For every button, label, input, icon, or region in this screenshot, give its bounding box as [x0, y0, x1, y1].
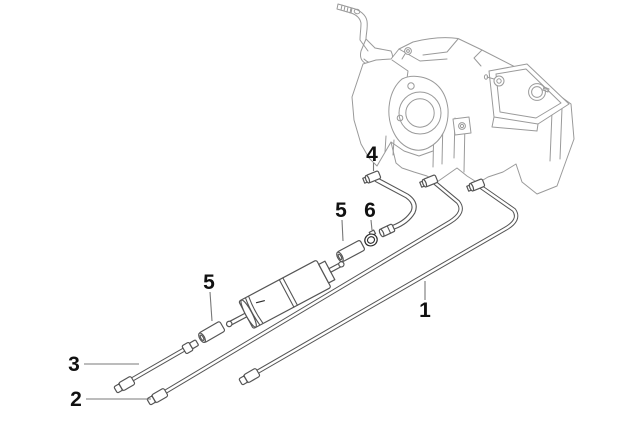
sender-cap: [528, 83, 546, 101]
fuel-pipes: [123, 177, 519, 398]
pipe-1: [249, 184, 519, 378]
sender-platform: [488, 63, 570, 132]
leader-6: [370, 219, 373, 231]
hose-4-tank-fitting: [362, 170, 382, 184]
callout-5-lower[interactable]: 5: [203, 271, 215, 294]
pipe-1-tank-fitting: [466, 178, 486, 192]
pipe-2: [157, 179, 463, 398]
pipe-2-tank-fitting: [419, 174, 439, 188]
callout-6[interactable]: 6: [364, 199, 376, 222]
pipe-1-end-fitting: [238, 368, 261, 386]
leader-5-lower: [209, 291, 213, 322]
hose-sleeve-lower: [198, 321, 226, 344]
filler-strap: [336, 3, 376, 52]
pipe-fittings: [113, 170, 486, 406]
leader-5-upper: [341, 219, 344, 242]
hose-4: [374, 177, 417, 230]
fuel-tank-drawing: [336, 3, 575, 195]
fuel-filter: [225, 260, 345, 329]
pipe-3-collar-fitting: [181, 339, 199, 355]
leader-lines: [84, 163, 426, 400]
callout-4[interactable]: 4: [366, 143, 378, 166]
callout-5-upper[interactable]: 5: [335, 199, 347, 222]
callout-labels: 1 2 3 4 5 5 6: [68, 143, 431, 411]
hose-4-end-fitting: [378, 223, 396, 238]
filter-inlet-stem: [225, 320, 233, 328]
vent-valve: [483, 74, 505, 87]
hose-clamp: [364, 229, 378, 247]
callout-3[interactable]: 3: [68, 353, 80, 376]
callout-1[interactable]: 1: [419, 299, 431, 322]
pipe-3: [123, 342, 195, 386]
pump-access-ring: [388, 75, 449, 151]
hose-sleeve-upper: [336, 240, 366, 263]
neck-vent-cap: [401, 47, 412, 60]
filter-marking: [255, 300, 265, 304]
pipe-2-end-fitting: [146, 388, 169, 406]
callout-2[interactable]: 2: [70, 388, 82, 411]
pipe-3-end-fitting: [113, 376, 136, 394]
mounting-tab: [452, 116, 472, 136]
